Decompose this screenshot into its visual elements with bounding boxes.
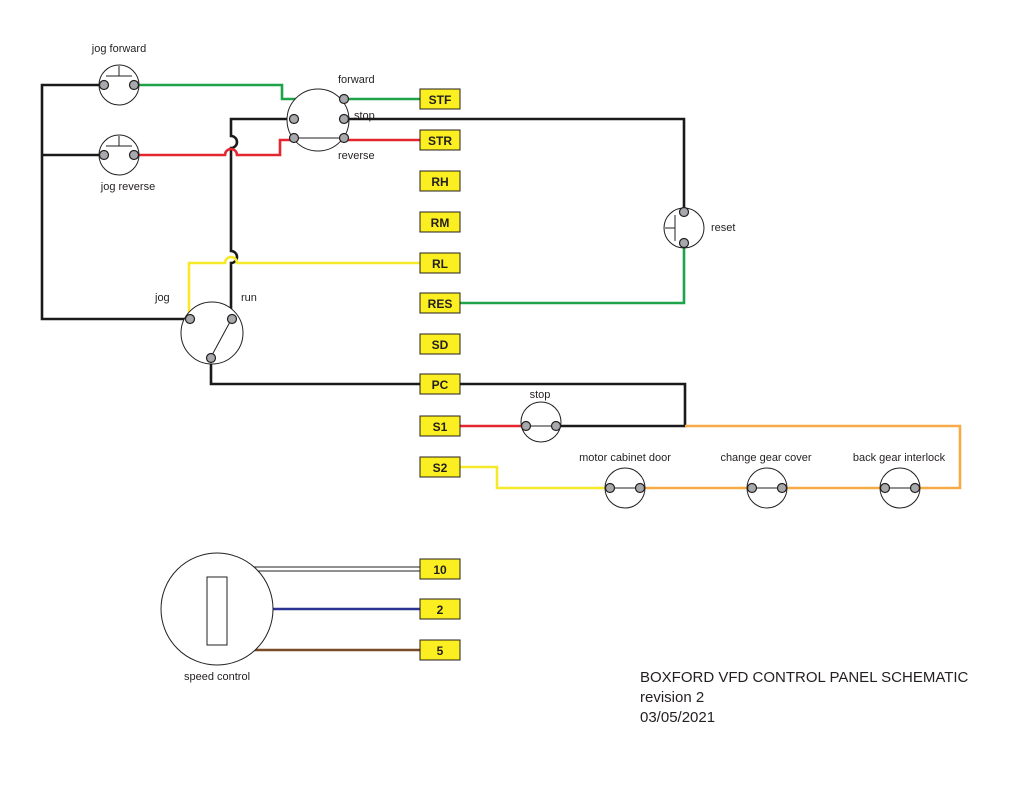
jog-label: jog xyxy=(154,292,170,304)
terminal-strip: STF STR RH RM RL RES SD PC xyxy=(419,88,461,661)
reset-label: reset xyxy=(711,222,735,234)
terminal-s2: S2 xyxy=(419,456,461,478)
terminal-label: S2 xyxy=(433,461,448,475)
direction-selector-switch: forward stop reverse xyxy=(286,74,375,162)
motor-cabinet-door-label: motor cabinet door xyxy=(579,452,671,464)
terminal-label: RH xyxy=(431,175,448,189)
terminal-s1: S1 xyxy=(419,415,461,437)
date-text: 03/05/2021 xyxy=(640,709,715,726)
back-gear-interlock-switch: back gear interlock xyxy=(853,452,946,509)
terminal-5: 5 xyxy=(419,639,461,661)
jog-reverse-switch: jog reverse xyxy=(98,134,155,193)
terminal-label: SD xyxy=(432,338,449,352)
jog-run-selector-switch: jog run xyxy=(154,292,257,365)
schematic-title: BOXFORD VFD CONTROL PANEL SCHEMATIC xyxy=(640,669,969,686)
motor-cabinet-door-switch: motor cabinet door xyxy=(579,452,671,509)
wire-black-pc xyxy=(209,358,420,386)
back-gear-interlock-label: back gear interlock xyxy=(853,452,946,464)
wires xyxy=(40,83,962,652)
stop-button-switch: stop xyxy=(520,389,562,443)
terminal-label: STF xyxy=(429,93,452,107)
reverse-label: reverse xyxy=(338,150,375,162)
wire-green-reset xyxy=(460,244,686,305)
revision-text: revision 2 xyxy=(640,689,704,706)
terminal-label: STR xyxy=(428,134,452,148)
wire-red-reverse xyxy=(134,138,420,157)
wire-green-forward xyxy=(134,83,420,101)
forward-label: forward xyxy=(338,74,375,86)
terminal-label: RL xyxy=(432,257,448,271)
stop-selector-label: stop xyxy=(354,110,375,122)
terminal-label: S1 xyxy=(433,420,448,434)
terminal-label: PC xyxy=(432,378,449,392)
terminal-rm: RM xyxy=(419,211,461,233)
terminal-rh: RH xyxy=(419,170,461,192)
run-label: run xyxy=(241,292,257,304)
terminal-label: RES xyxy=(428,297,453,311)
change-gear-cover-switch: change gear cover xyxy=(720,452,812,509)
speed-control-potentiometer: speed control xyxy=(160,552,274,683)
terminal-label: 5 xyxy=(437,644,444,658)
terminal-pc: PC xyxy=(419,373,461,395)
terminal-label: 2 xyxy=(437,603,444,617)
jog-reverse-label: jog reverse xyxy=(100,181,155,193)
wire-orange-interlock-loop xyxy=(685,424,962,490)
jog-forward-label: jog forward xyxy=(91,43,146,55)
terminal-stf: STF xyxy=(419,88,461,110)
terminal-res: RES xyxy=(419,292,461,314)
terminal-label: 10 xyxy=(433,563,447,577)
wire-black-left-bus xyxy=(40,83,189,321)
terminal-2: 2 xyxy=(419,598,461,620)
reset-switch: reset xyxy=(663,206,735,249)
terminal-str: STR xyxy=(419,129,461,151)
title-block: BOXFORD VFD CONTROL PANEL SCHEMATIC revi… xyxy=(640,669,969,726)
stop-button-label: stop xyxy=(530,389,551,401)
terminal-label: RM xyxy=(431,216,450,230)
terminal-sd: SD xyxy=(419,333,461,355)
wire-yellow-s2 xyxy=(460,465,611,490)
change-gear-cover-label: change gear cover xyxy=(720,452,811,464)
terminal-rl: RL xyxy=(419,252,461,274)
speed-control-label: speed control xyxy=(184,671,250,683)
wire-black-stop xyxy=(460,382,687,428)
wire-yellow-jog-rl xyxy=(187,255,420,318)
terminal-10: 10 xyxy=(419,558,461,580)
jog-forward-switch: jog forward xyxy=(91,43,146,106)
